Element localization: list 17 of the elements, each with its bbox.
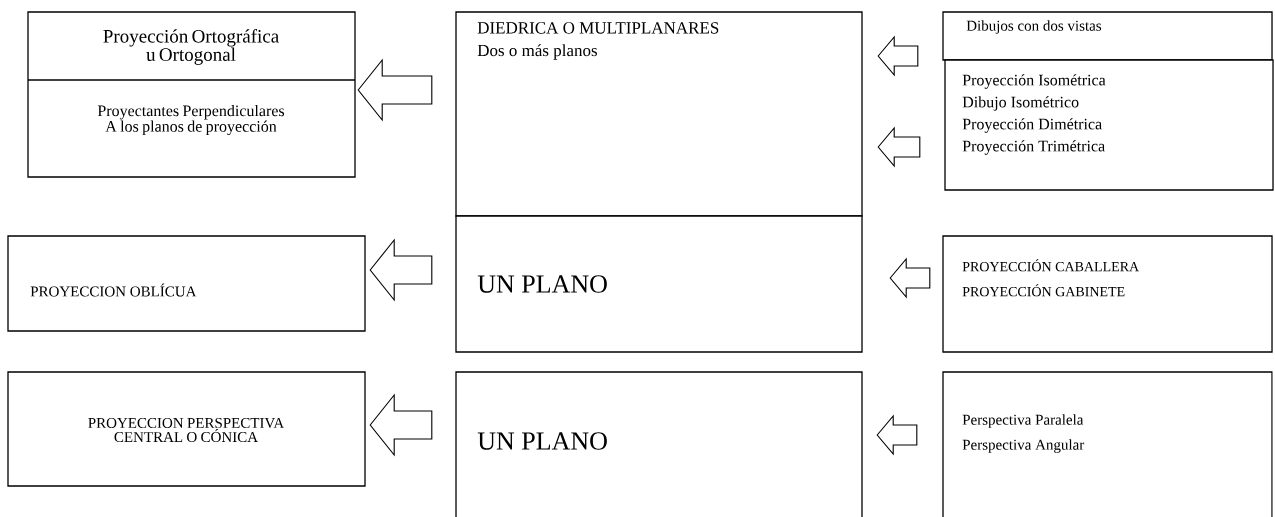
box-text: DIEDRICA O MULTIPLANARES bbox=[477, 22, 719, 34]
box-text: Proyección Ortográfica u Ortogonal bbox=[103, 29, 279, 65]
box-text: UN PLANO bbox=[477, 432, 607, 450]
box-text: Perspectiva Paralela bbox=[962, 414, 1084, 428]
box-text: PROYECCION PERSPECTIVA CENTRAL O CÓNICA bbox=[88, 417, 285, 443]
box-text: Proyectantes Perpendiculares A los planos de proyección bbox=[97, 104, 285, 136]
box-text: Perspectiva Angular bbox=[962, 439, 1085, 453]
box-text: Proyección Trimétrica bbox=[962, 140, 1105, 155]
box-text: PROYECCIÓN GABINETE bbox=[962, 284, 1125, 297]
box-text: PROYECCION OBLÍCUA bbox=[30, 283, 197, 297]
box-text: Dibujo Isométrico bbox=[962, 96, 1079, 111]
box-text: Dos o más planos bbox=[477, 44, 597, 60]
box-text: Proyección Dimétrica bbox=[962, 118, 1102, 133]
box-text: PROYECCIÓN CABALLERA bbox=[962, 259, 1140, 272]
box-text: UN PLANO bbox=[477, 275, 607, 293]
box-text: Dibujos con dos vistas bbox=[966, 20, 1102, 34]
box-text: Proyección Isométrica bbox=[962, 74, 1106, 89]
